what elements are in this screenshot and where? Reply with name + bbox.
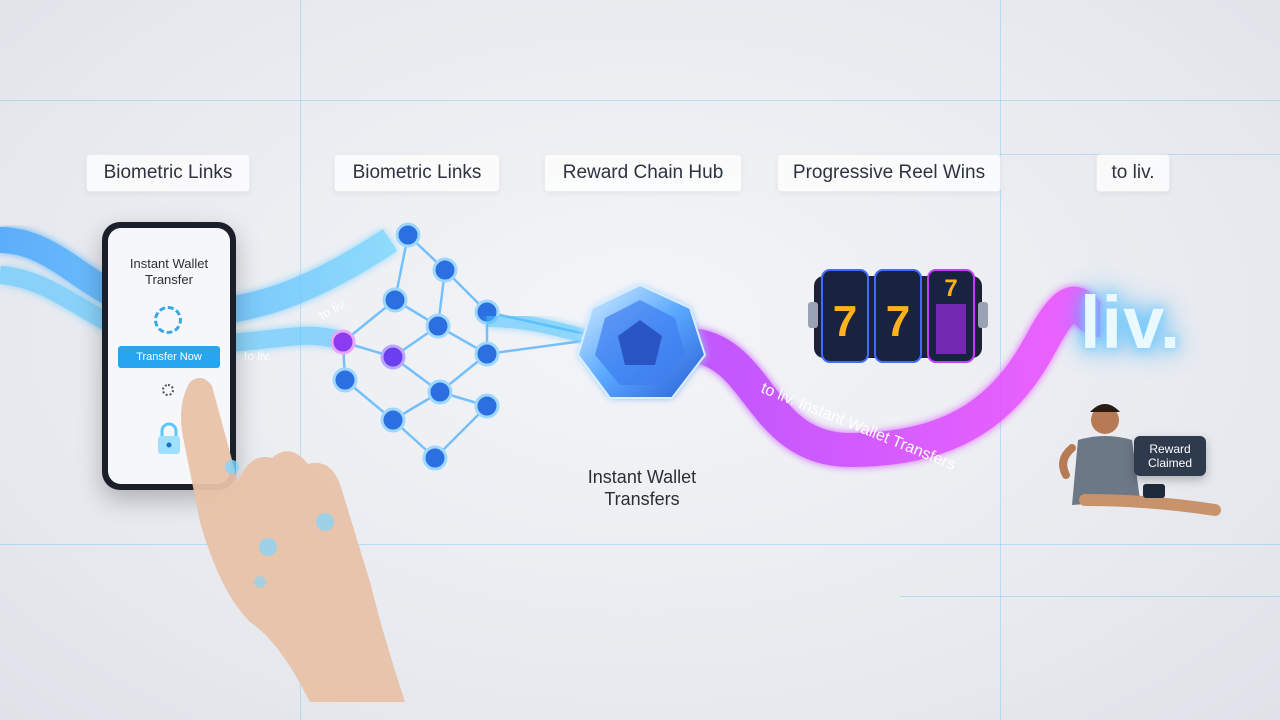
stage-label-biometric-2: Biometric Links bbox=[334, 154, 500, 192]
grid-line-v1 bbox=[300, 0, 301, 720]
stage-label-reel-wins: Progressive Reel Wins bbox=[777, 154, 1001, 192]
stage-label-reward-hub: Reward Chain Hub bbox=[544, 154, 742, 192]
node bbox=[395, 222, 421, 248]
node bbox=[330, 329, 356, 355]
reward-claimed-badge: Reward Claimed bbox=[1134, 436, 1206, 476]
phone-title: Instant Wallet Transfer bbox=[129, 256, 209, 287]
grid-line-h1 bbox=[0, 100, 1280, 101]
reward-hub-gem bbox=[576, 283, 707, 399]
stream-label-lower: to liv. bbox=[244, 349, 271, 363]
node bbox=[474, 341, 500, 367]
grid-line-h4 bbox=[900, 596, 1280, 597]
node bbox=[427, 379, 453, 405]
smartwatch-icon bbox=[1143, 484, 1165, 498]
slot-machine-icon: 7 7 7 bbox=[808, 269, 988, 363]
node bbox=[432, 257, 458, 283]
reel-3: 7 bbox=[944, 275, 957, 302]
stream-label-upper: to liv. bbox=[316, 296, 349, 323]
transfer-now-button[interactable]: Transfer Now bbox=[118, 346, 220, 368]
node bbox=[425, 313, 451, 339]
node bbox=[332, 367, 358, 393]
network-nodes bbox=[330, 222, 500, 471]
liv-logo: liv. bbox=[1080, 281, 1182, 364]
node bbox=[422, 445, 448, 471]
loading-spinner-icon bbox=[154, 306, 182, 334]
small-spinner-icon bbox=[162, 384, 174, 396]
node bbox=[474, 393, 500, 419]
magenta-stream bbox=[687, 286, 1105, 468]
stage-label-to-liv: to liv. bbox=[1096, 154, 1170, 192]
man-figure-icon bbox=[1059, 404, 1221, 516]
hand-icon bbox=[181, 377, 405, 702]
node bbox=[382, 287, 408, 313]
reel-2: 7 bbox=[886, 297, 910, 346]
lock-icon bbox=[158, 422, 180, 454]
reel-1: 7 bbox=[833, 297, 857, 346]
node bbox=[380, 344, 406, 370]
hub-caption: Instant Wallet Transfers bbox=[587, 467, 697, 509]
stage-label-biometric-1: Biometric Links bbox=[86, 154, 250, 192]
node bbox=[380, 407, 406, 433]
grid-line-v2 bbox=[1000, 0, 1001, 720]
phone-device: Instant Wallet Transfer Transfer Now bbox=[102, 222, 236, 490]
grid-line-h3 bbox=[0, 544, 1280, 545]
